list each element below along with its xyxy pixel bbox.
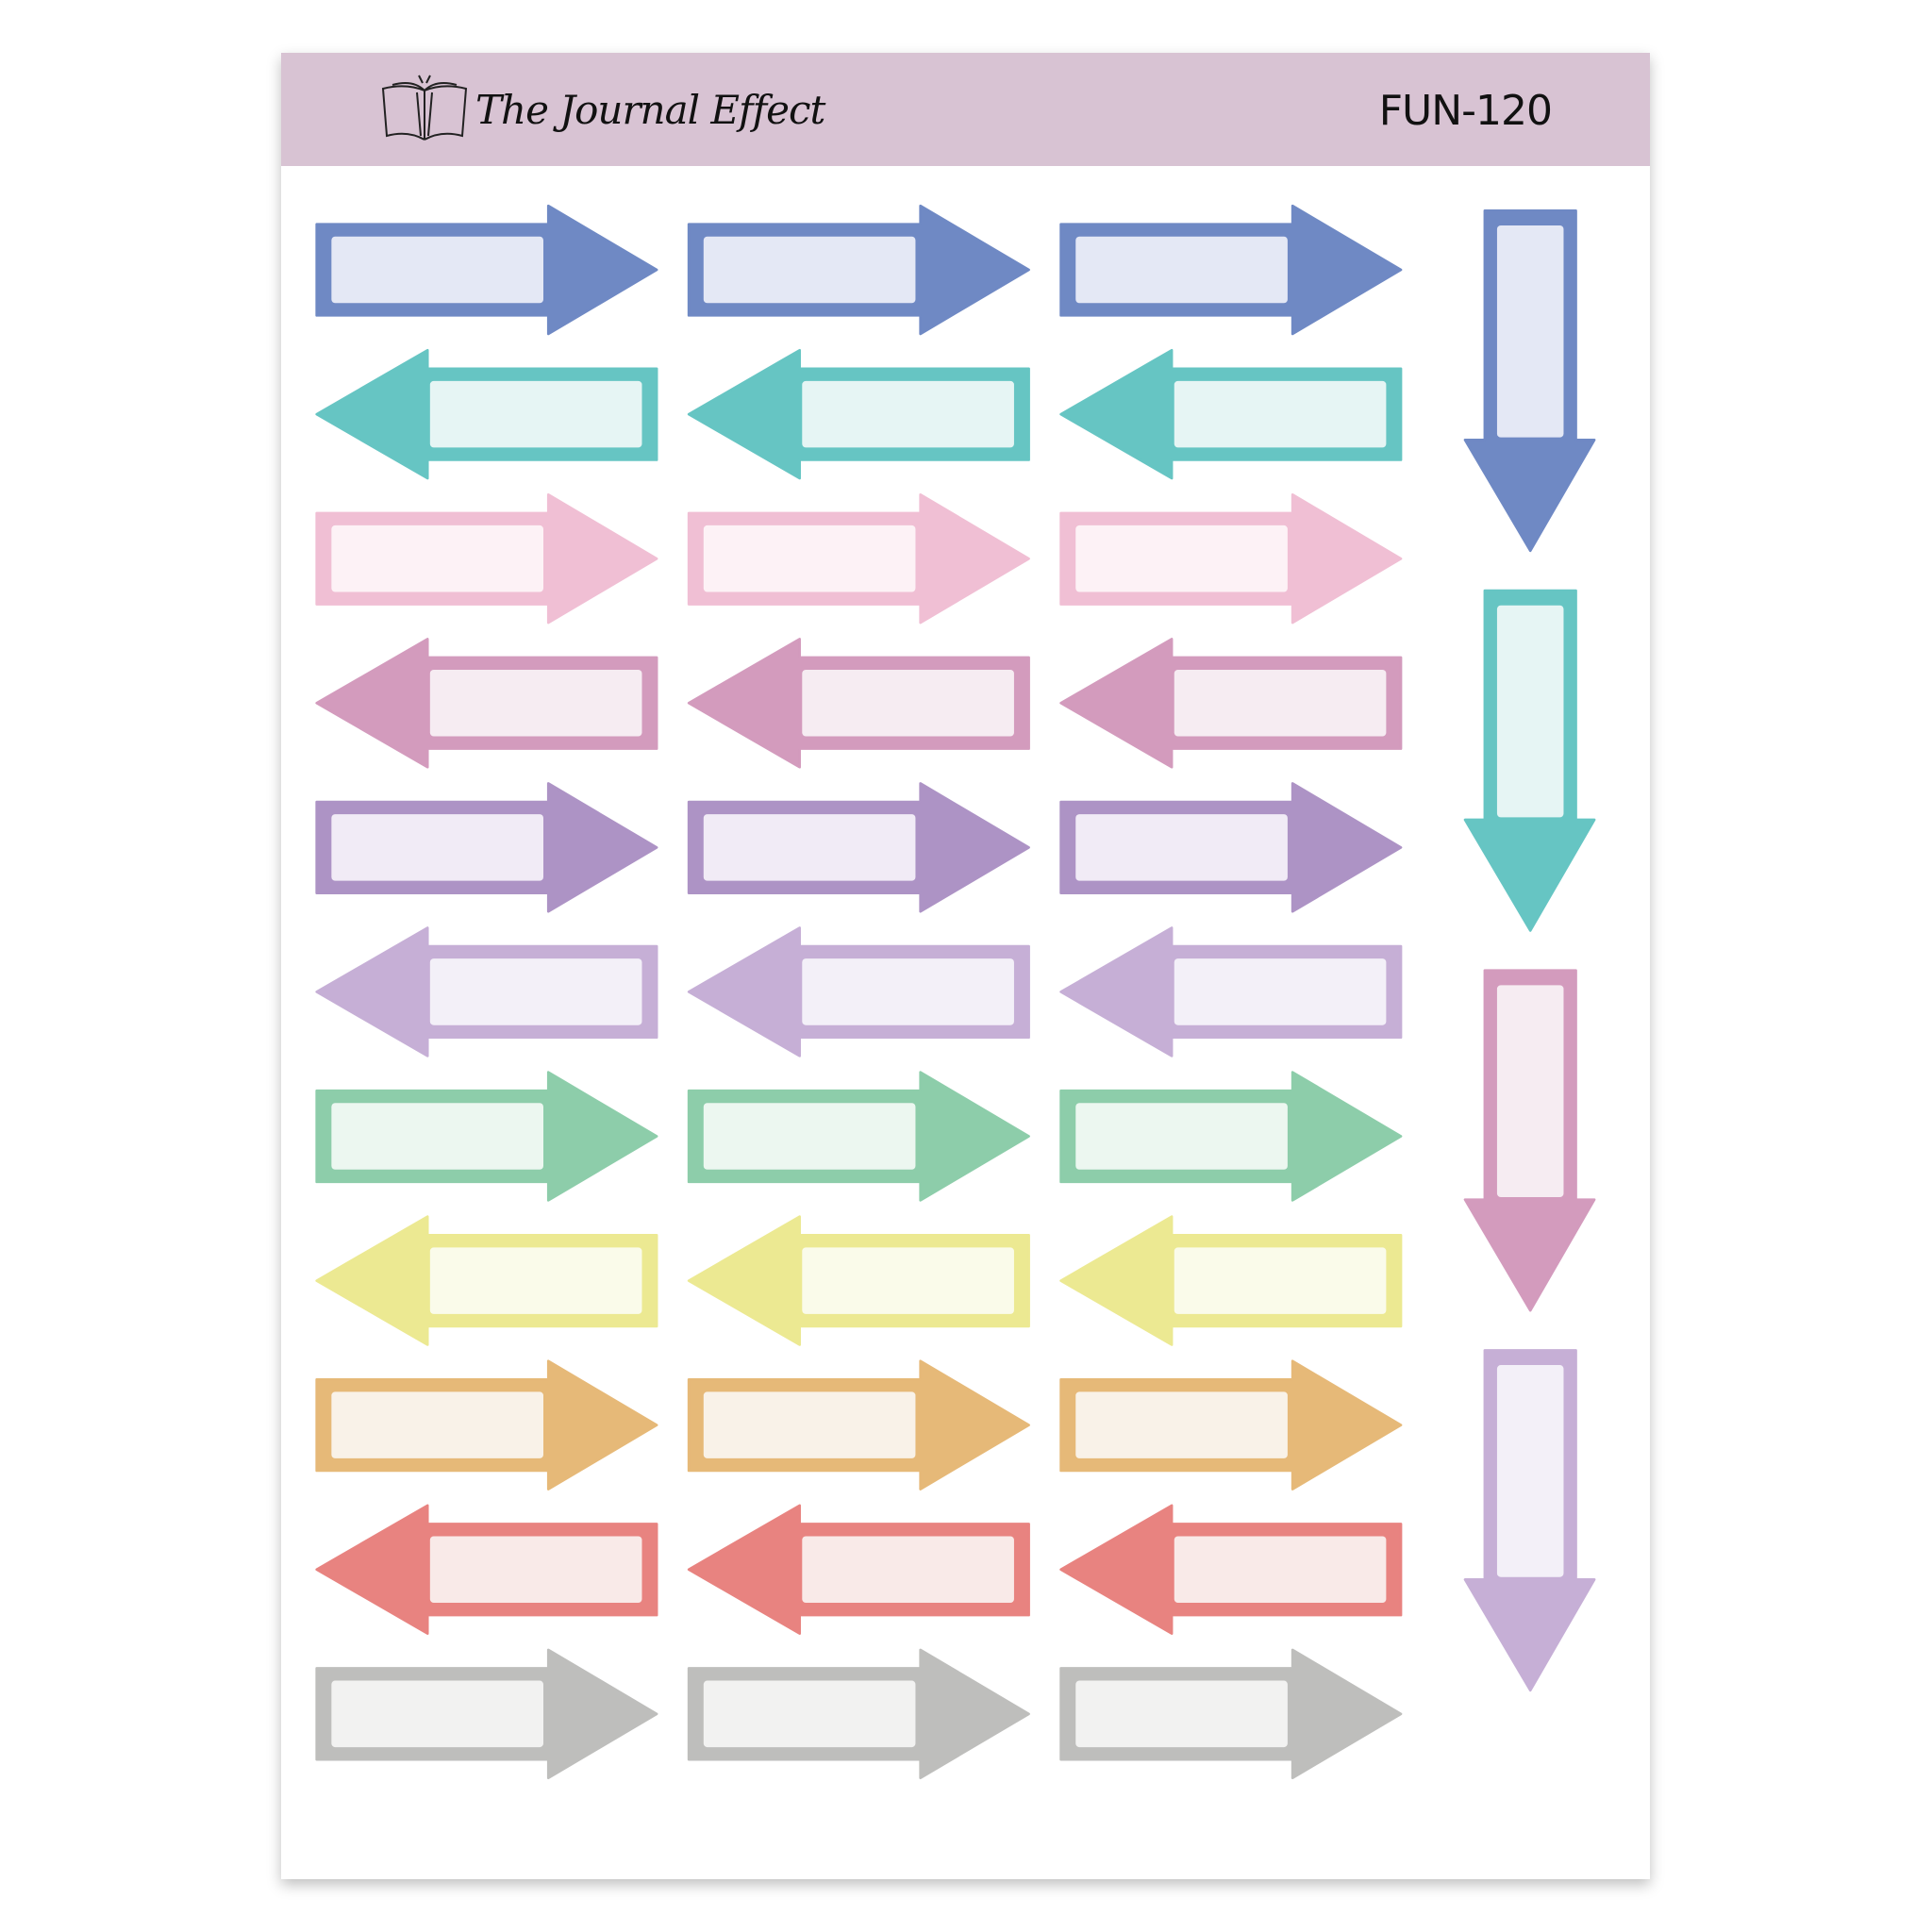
product-code: FUN-120 [1378, 87, 1553, 135]
arrow-sticker-orange-right [315, 1359, 658, 1491]
arrow-label-area [802, 1247, 1014, 1314]
arrow-label-area [802, 670, 1014, 737]
arrow-label-area [1174, 1536, 1387, 1604]
arrow-sticker-orange-right [1059, 1359, 1403, 1491]
arrow-sticker-teal-left [315, 348, 658, 480]
arrow-label-area [703, 236, 916, 304]
arrow-label-area [703, 1391, 916, 1458]
arrow-sticker-mauve-left [1059, 638, 1403, 769]
arrow-sticker-gray-right [687, 1648, 1030, 1780]
arrow-sticker-mauve-left [315, 638, 658, 769]
arrow-sticker-orange-right [687, 1359, 1030, 1491]
arrow-sticker-gray-right [315, 1648, 658, 1780]
arrow-label-area [331, 236, 543, 304]
arrow-sticker-red-left [315, 1504, 658, 1635]
arrow-label-area [1174, 958, 1387, 1025]
down-arrow-sticker-mauve [1463, 969, 1596, 1312]
arrow-sticker-yellow-left [687, 1215, 1030, 1346]
arrow-label-area [703, 525, 916, 592]
arrow-sticker-red-left [1059, 1504, 1403, 1635]
arrow-label-area [802, 380, 1014, 448]
arrow-label-area [1075, 814, 1288, 881]
brand-name: The Journal Effect [475, 86, 825, 133]
arrow-sticker-mauve-left [687, 638, 1030, 769]
arrow-sticker-teal-left [1059, 348, 1403, 480]
arrow-sticker-purple-right [1059, 782, 1403, 913]
arrow-sticker-gray-right [1059, 1648, 1403, 1780]
arrow-sticker-pink-right [1059, 492, 1403, 625]
arrow-label-area [331, 814, 543, 881]
arrow-sticker-yellow-left [1059, 1215, 1403, 1346]
arrow-label-area [1075, 525, 1288, 592]
arrow-label-area [429, 1536, 642, 1604]
arrow-sticker-blue-right [315, 204, 658, 336]
arrow-label-area [331, 1103, 543, 1170]
arrow-label-area [1075, 1391, 1288, 1458]
arrow-label-area [1496, 985, 1564, 1198]
arrow-sticker-blue-right [1059, 204, 1403, 336]
arrow-label-area [1496, 225, 1564, 438]
arrow-label-area [1075, 236, 1288, 304]
arrow-label-area [1075, 1103, 1288, 1170]
arrow-label-area [429, 1247, 642, 1314]
down-arrow-sticker-blue [1463, 209, 1596, 553]
arrow-label-area [1075, 1680, 1288, 1748]
arrow-sticker-green-right [315, 1071, 658, 1202]
arrow-label-area [703, 1680, 916, 1748]
sheet-header: The Journal Effect FUN-120 [281, 53, 1650, 166]
arrow-sticker-green-right [1059, 1071, 1403, 1202]
arrow-sticker-pink-right [687, 492, 1030, 625]
arrow-sticker-teal-left [687, 348, 1030, 480]
arrow-label-area [1496, 1365, 1564, 1577]
arrow-label-area [1496, 605, 1564, 818]
arrow-label-area [331, 1391, 543, 1458]
down-arrow-sticker-lavender [1463, 1349, 1596, 1692]
arrow-label-area [802, 958, 1014, 1025]
arrow-sticker-blue-right [687, 204, 1030, 336]
arrow-sticker-purple-right [687, 782, 1030, 913]
arrow-label-area [802, 1536, 1014, 1604]
arrow-sticker-lavender-left [1059, 926, 1403, 1058]
open-book-icon [381, 75, 468, 141]
arrow-label-area [331, 1680, 543, 1748]
arrow-sticker-yellow-left [315, 1215, 658, 1346]
down-arrow-sticker-teal [1463, 589, 1596, 932]
arrow-label-area [1174, 1247, 1387, 1314]
arrow-label-area [1174, 670, 1387, 737]
arrow-sticker-lavender-left [315, 926, 658, 1058]
arrow-sticker-lavender-left [687, 926, 1030, 1058]
arrow-label-area [703, 814, 916, 881]
arrow-sticker-green-right [687, 1071, 1030, 1202]
arrow-sticker-pink-right [315, 492, 658, 625]
arrow-label-area [703, 1103, 916, 1170]
arrow-label-area [331, 525, 543, 592]
arrow-sticker-purple-right [315, 782, 658, 913]
arrow-label-area [1174, 380, 1387, 448]
arrow-label-area [429, 670, 642, 737]
arrow-label-area [429, 958, 642, 1025]
arrow-label-area [429, 380, 642, 448]
arrow-sticker-red-left [687, 1504, 1030, 1635]
brand-logo: The Journal Effect [379, 74, 825, 145]
